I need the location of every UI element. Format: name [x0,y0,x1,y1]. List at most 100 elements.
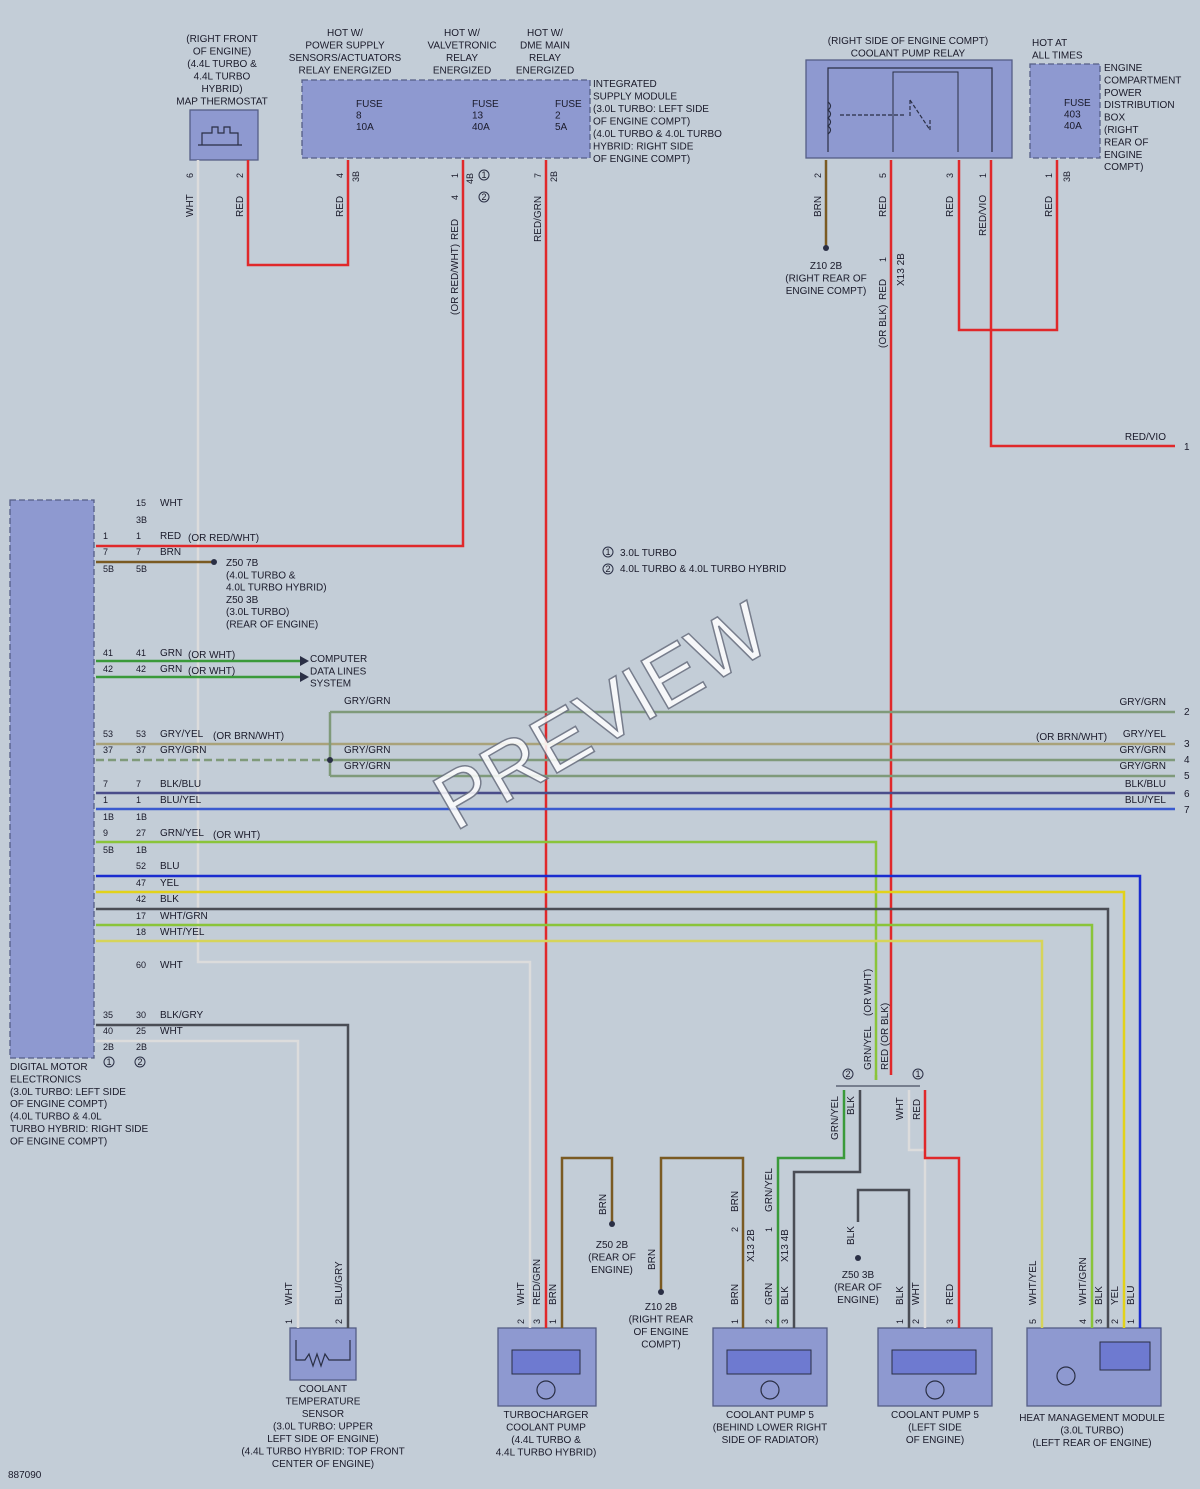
pin-number: 3B [351,171,361,182]
pin-number: 3B [1062,171,1072,182]
pin-number: 1 [895,1319,905,1324]
pump5b-label: (LEFT SIDE [908,1423,962,1434]
fuse-403-label: 403 [1064,110,1081,121]
dme-wire-color: BLU [160,861,179,872]
arrow-icon [300,672,309,682]
wire-label: WHT/YEL [1028,1260,1039,1305]
pin-number: 1 [1126,1319,1136,1324]
wire-label: RED [912,1099,923,1120]
pump5a-label: COOLANT PUMP 5 [726,1410,814,1421]
coolant-sensor-label: COOLANT [299,1384,347,1395]
label-text: 1 [915,1069,920,1079]
pump5a-label: (BEHIND LOWER RIGHT [713,1423,827,1434]
fuse-8-label: 8 [356,111,362,122]
wire-label: RED/GRN [532,1259,543,1305]
ground-z50-dme-label: 4.0L TURBO HYBRID) [226,583,327,594]
pin-number: 2 [334,1319,344,1324]
dme-pin-b: 1B [136,845,147,855]
pin-number: 2B [549,171,559,182]
turbo-motor-symbol [536,1380,556,1400]
wire-label: RED [945,1284,956,1305]
fuse-13-label: FUSE [472,99,499,110]
wire-label: BLK [846,1226,857,1245]
ground-z50-dme-label: (REAR OF ENGINE) [226,620,318,631]
pin-number: 1 [878,257,888,262]
label-text: 1 [481,170,486,180]
pin-number: 4 [335,173,345,178]
label-text: 2 [481,192,486,202]
dme-pin-a: 5B [103,845,114,855]
dme-pin-a: 2B [103,1042,114,1052]
ground-z50-3b-label: (REAR OF [834,1283,882,1294]
computer-data-lines-label: SYSTEM [310,679,351,690]
wire-label: WHT [185,194,196,217]
wire-label: RED [235,196,246,217]
wire-label: BRN [730,1284,741,1305]
legend-2: 4.0L TURBO & 4.0L TURBO HYBRID [620,564,786,575]
wire-label: RED [878,279,889,300]
dme-pin-b: 7 [136,547,141,557]
dme-wire-color: GRY/GRN [160,745,207,756]
pin-number: 2 [235,173,245,178]
legend-1: 3.0L TURBO [620,548,677,559]
pin-number: 1 [764,1227,774,1232]
pin-number: 2 [516,1319,526,1324]
dme-wire-color: WHT/GRN [160,911,208,922]
coolant-sensor-label: SENSOR [302,1409,344,1420]
computer-data-lines-label: COMPUTER [310,654,367,665]
relay-inner-path [827,67,993,152]
dme-wire-color: RED [160,531,181,542]
map-thermostat-label: HYBRID) [201,84,242,95]
pump5b-motor-symbol [925,1380,945,1400]
ground-z50-2b-label: (REAR OF [588,1253,636,1264]
wire-label: BLK [1094,1286,1105,1305]
dme-wire-color: GRN/YEL [160,828,204,839]
fuse-2-label: 5A [555,122,568,133]
dme-pin-b: 42 [136,894,146,904]
ground-z50-dme-label: Z50 7B [226,558,259,569]
dme-pin-b: 5B [136,564,147,574]
hot-power-label: SENSORS/ACTUATORS [289,53,402,64]
dme-wire-alt: (OR WHT) [188,666,235,677]
dme-pin-b: 1 [136,531,141,541]
ground-z50-dme-label: (3.0L TURBO) [226,607,289,618]
integrated-supply-label: SUPPLY MODULE [593,92,677,103]
right-edge-number: 1 [1184,442,1190,453]
hot-valvetronic-label: RELAY [446,53,478,64]
dme-wire-alt: (OR BRN/WHT) [213,731,284,742]
coolant-pump-relay-box [805,59,1013,159]
right-edge-number: 2 [1184,707,1190,718]
turbo-pump-label: COOLANT PUMP [506,1423,586,1434]
pump5a-inner [726,1349,812,1375]
hot-dme-label: ENERGIZED [516,66,574,77]
pin-number: 5 [1028,1319,1038,1324]
ground-z10-label: ENGINE COMPT) [786,286,867,297]
fuse-403-label: FUSE [1064,98,1091,109]
dme-pin-b: 17 [136,911,146,921]
ground-z10-label: (RIGHT REAR OF [785,274,866,285]
wire-label: BRN [813,196,824,217]
coolant-sensor-label: (3.0L TURBO: UPPER [273,1422,373,1433]
turbo-pump-label: TURBOCHARGER [503,1410,588,1421]
wire-label: RED [878,196,889,217]
dme-pin-b: 53 [136,729,146,739]
hot-dme-label: HOT W/ [527,28,563,39]
pin-number: 4B [465,173,475,184]
wire-label: GRN/YEL [863,1026,874,1070]
turbo-pump-label: 4.4L TURBO HYBRID) [496,1448,597,1459]
pump5b-inner [891,1349,977,1375]
coolant-sensor-label: (4.4L TURBO HYBRID: TOP FRONT [241,1447,404,1458]
mid-wire-label: GRY/GRN [344,761,391,772]
right-edge-number: 7 [1184,805,1190,816]
ground-z10-bottom-label: (RIGHT REAR [629,1315,694,1326]
dme-wire-alt: (OR RED/WHT) [188,533,259,544]
dme-pin-b: 2B [136,1042,147,1052]
epdb-label: (RIGHT [1104,125,1138,136]
wire-label: BLK [895,1286,906,1305]
coolant-pump-relay-label: COOLANT PUMP RELAY [851,49,966,60]
hot-valvetronic-label: ENERGIZED [433,66,491,77]
dme-wire-color: BLK [160,894,179,905]
wire-label: BLK [846,1096,857,1115]
label-text: 2 [137,1057,142,1067]
